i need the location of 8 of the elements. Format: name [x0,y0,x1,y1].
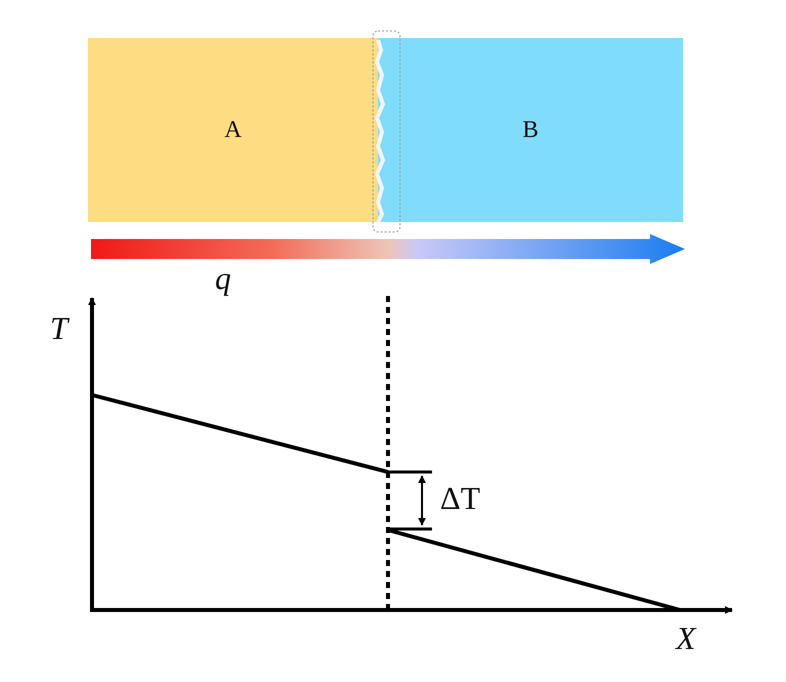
temperature-drop-label: ΔT [440,482,480,514]
material-block [88,38,378,222]
block-label: B [522,116,538,144]
block-label: A [224,116,242,144]
material-block [378,38,683,222]
heat-flux-symbol: q [215,262,231,294]
axis-label: T [50,312,68,344]
axis-label: X [676,622,696,654]
